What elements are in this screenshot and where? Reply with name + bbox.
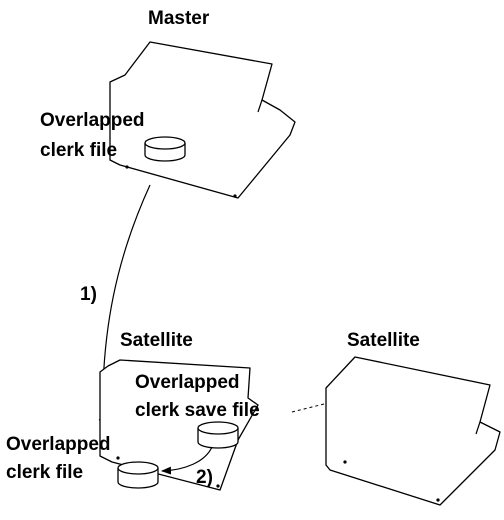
- link-dashed-line: [291, 402, 329, 413]
- satellite-file-icon: [117, 461, 159, 489]
- master-file-label-line1: Overlapped: [40, 110, 145, 131]
- satellite-left-register-icon: [99, 359, 259, 491]
- satellite-right-title: Satellite: [347, 330, 420, 351]
- save-file-icon: [197, 421, 239, 449]
- master-file-label-line2: clerk file: [40, 140, 117, 161]
- master-file-icon: [144, 136, 186, 162]
- step2-copy-arrow: [161, 446, 213, 475]
- save-file-label-line2: clerk save file: [135, 400, 260, 421]
- satellite-left-title: Satellite: [120, 330, 193, 351]
- step2-label: 2): [196, 467, 213, 488]
- satellite-file-label-line1: Overlapped: [6, 434, 111, 455]
- satellite-file-label-line2: clerk file: [6, 462, 83, 483]
- step1-label: 1): [80, 284, 97, 305]
- master-title: Master: [148, 8, 210, 29]
- save-file-label-line1: Overlapped: [135, 372, 240, 393]
- satellite-right-register-icon: [325, 356, 501, 506]
